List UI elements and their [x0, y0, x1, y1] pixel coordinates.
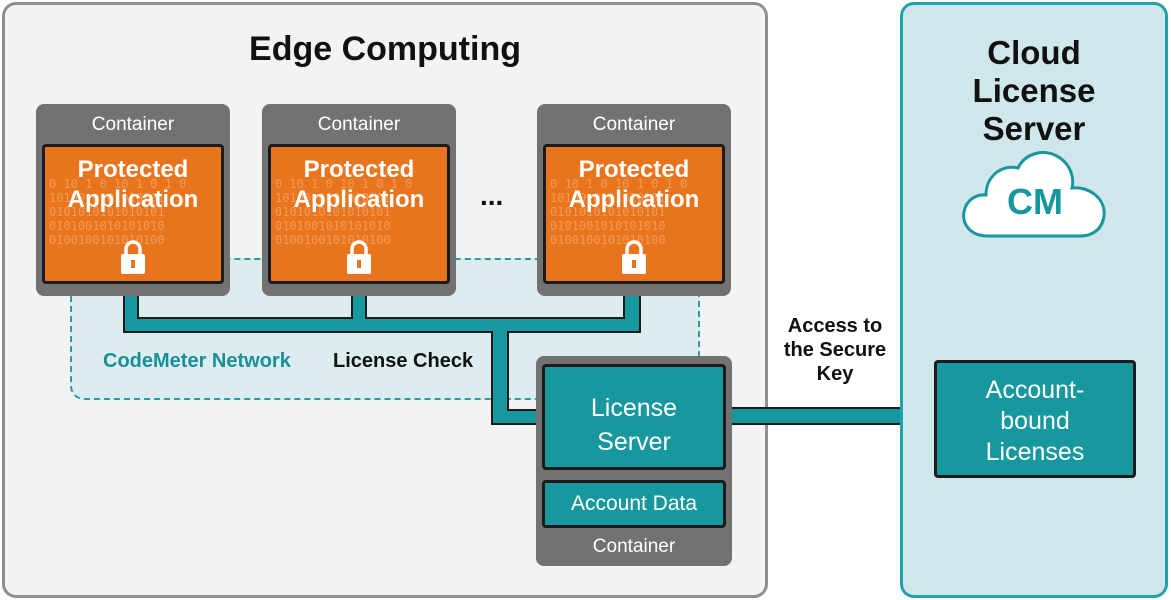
protected-application-2: 0 10 1 0 10 1 0 1 0 10100 0101010101 010…: [268, 144, 450, 284]
app-container-1: Container 0 10 1 0 10 1 0 1 0 10100 0101…: [36, 104, 230, 296]
app-title: Protected Application: [568, 156, 700, 213]
cm-logo-text: CM: [1007, 181, 1063, 222]
protected-application-1: 0 10 1 0 10 1 0 1 0 10100 0101010101 010…: [42, 144, 224, 284]
edge-computing-title: Edge Computing: [249, 30, 521, 68]
binary-pattern: 0 10 1 0 10 1 0 1 0 10100 0101010101 010…: [49, 177, 187, 247]
app-title: Protected Application: [67, 156, 199, 213]
codemeter-network-label: CodeMeter Network: [103, 350, 291, 372]
cloud-title-text: Cloud License Server: [972, 34, 1096, 147]
access-secure-key-label: Access to the Secure Key: [783, 315, 887, 385]
container-label: Container: [592, 114, 676, 135]
app-container-3: Container 0 10 1 0 10 1 0 1 0 10100 0101…: [537, 104, 731, 296]
lock-icon: [121, 240, 145, 274]
cloud-title: Cloud License Server: [900, 34, 1168, 148]
codemeter-cloud-icon: CM: [962, 151, 1106, 238]
lock-icon: [347, 240, 371, 274]
license-server-container: License Server Account Data Container: [536, 356, 732, 566]
container-label: Container: [91, 114, 175, 135]
account-bound-licenses-label: Account-bound Licenses: [985, 376, 1085, 466]
cloud-license-server-panel: [900, 2, 1168, 598]
protected-application-3: 0 10 1 0 10 1 0 1 0 10100 0101010101 010…: [543, 144, 725, 284]
container-label: Container: [592, 536, 676, 557]
app-container-2: Container 0 10 1 0 10 1 0 1 0 10100 0101…: [262, 104, 456, 296]
license-server-box: License Server: [542, 364, 726, 470]
container-label: Container: [317, 114, 401, 135]
license-server-label: License Server: [590, 394, 678, 456]
account-data-box: Account Data: [542, 480, 726, 528]
account-bound-licenses-box: Account-bound Licenses: [934, 360, 1136, 478]
binary-pattern: 0 10 1 0 10 1 0 1 0 10100 0101010101 010…: [550, 177, 688, 247]
lock-icon: [622, 240, 646, 274]
more-containers-ellipsis: ...: [480, 180, 504, 211]
license-check-label: License Check: [333, 350, 474, 372]
app-title: Protected Application: [293, 156, 425, 213]
